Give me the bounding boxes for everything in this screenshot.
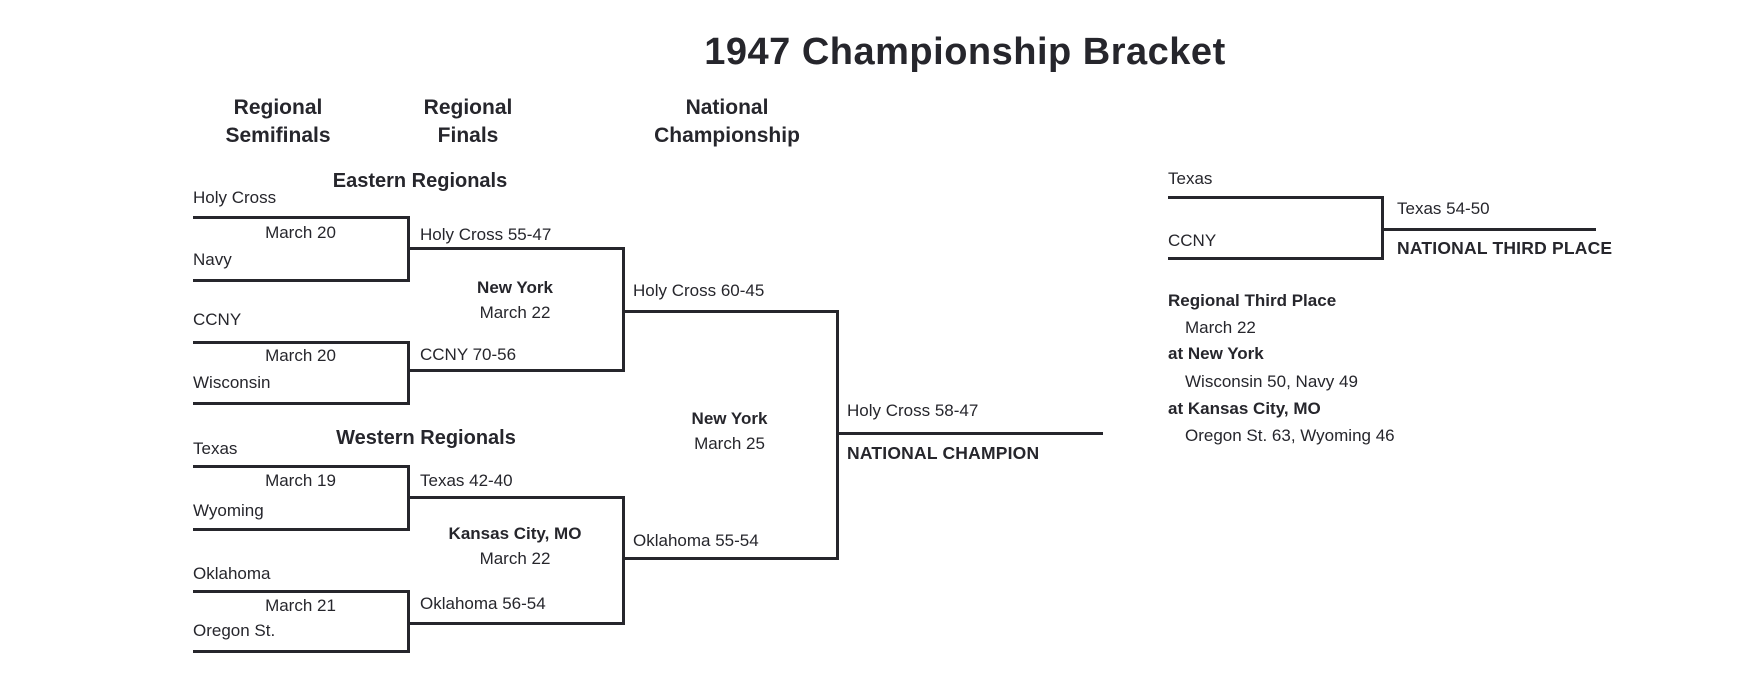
bracket-line [193, 216, 410, 219]
winner-label: Holy Cross 60-45 [633, 281, 765, 300]
regional-third-place-site: at Kansas City, MO [1168, 399, 1321, 418]
national-third-place-caption: NATIONAL THIRD PLACE [1397, 238, 1613, 258]
regional-third-place-heading: Regional Third Place [1168, 291, 1337, 310]
bracket-line [622, 496, 625, 625]
championship-site-label: New York [691, 409, 768, 428]
column-header-line: Semifinals [225, 124, 331, 147]
team-label-holy-cross: Holy Cross [193, 188, 277, 207]
bracket-line [1168, 196, 1384, 199]
final-site-label: Kansas City, MO [448, 524, 582, 543]
bracket-line [836, 310, 839, 560]
national-champion-caption: NATIONAL CHAMPION [847, 443, 1040, 463]
column-header-line: National [685, 96, 769, 119]
winner-label: Oklahoma 55-54 [633, 531, 759, 550]
regional-third-place-result: Wisconsin 50, Navy 49 [1185, 372, 1358, 391]
team-label-texas-third: Texas [1168, 169, 1213, 188]
bracket-line [193, 279, 410, 282]
team-label-ccny: CCNY [193, 310, 242, 329]
bracket-line [193, 465, 410, 468]
column-header-regional-semifinals: Regional Semifinals [178, 94, 378, 150]
bracket-line [193, 402, 410, 405]
winner-label: CCNY 70-56 [420, 345, 517, 364]
column-header-national-championship: National Championship [627, 94, 827, 150]
column-header-line: Championship [654, 124, 800, 147]
team-label-navy: Navy [193, 250, 232, 269]
final-site-label: New York [477, 278, 553, 297]
winner-label: Oklahoma 56-54 [420, 594, 546, 613]
winner-label: Holy Cross 55-47 [420, 225, 552, 244]
match-date: March 20 [265, 346, 336, 365]
column-header-line: Regional [423, 96, 513, 119]
final-date-label: March 22 [479, 303, 551, 322]
team-label-oregon-st: Oregon St. [193, 621, 276, 640]
third-place-line [1381, 228, 1596, 231]
regional-third-place-result: Oregon St. 63, Wyoming 46 [1185, 426, 1395, 445]
bracket-line [407, 622, 625, 625]
bracket-line [407, 590, 410, 653]
champion-line [836, 432, 1103, 435]
bracket-line [1168, 257, 1384, 260]
region-header-western: Western Regionals [336, 427, 516, 449]
team-label-texas: Texas [193, 439, 238, 458]
winner-label: Texas 42-40 [420, 471, 513, 490]
team-label-oklahoma: Oklahoma [193, 564, 271, 583]
third-place-winner-label: Texas 54-50 [1397, 199, 1490, 218]
bracket-line [193, 528, 410, 531]
column-header-regional-finals: Regional Finals [368, 94, 568, 150]
column-header-line: Finals [437, 124, 499, 147]
bracket-line [407, 496, 625, 499]
page-title: 1947 Championship Bracket [704, 31, 1226, 73]
championship-date-label: March 25 [694, 434, 765, 453]
column-header-line: Regional [233, 96, 323, 119]
bracket-line [407, 247, 625, 250]
regional-third-place-date: March 22 [1185, 318, 1256, 337]
team-label-wisconsin: Wisconsin [193, 373, 271, 392]
region-header-eastern: Eastern Regionals [332, 170, 508, 192]
bracket-line [622, 310, 839, 313]
team-label-ccny-third: CCNY [1168, 231, 1217, 250]
bracket-line [407, 341, 410, 405]
match-date: March 20 [265, 223, 336, 242]
bracket-line [622, 557, 839, 560]
bracket-line [193, 650, 410, 653]
champion-winner-label: Holy Cross 58-47 [847, 401, 979, 420]
bracket-line [622, 247, 625, 372]
final-date-label: March 22 [479, 549, 551, 568]
bracket-line [193, 590, 410, 593]
bracket-line [193, 341, 410, 344]
regional-third-place-site: at New York [1168, 344, 1264, 363]
bracket-line [407, 369, 625, 372]
match-date: March 21 [265, 596, 336, 615]
team-label-wyoming: Wyoming [193, 501, 264, 520]
match-date: March 19 [265, 471, 336, 490]
